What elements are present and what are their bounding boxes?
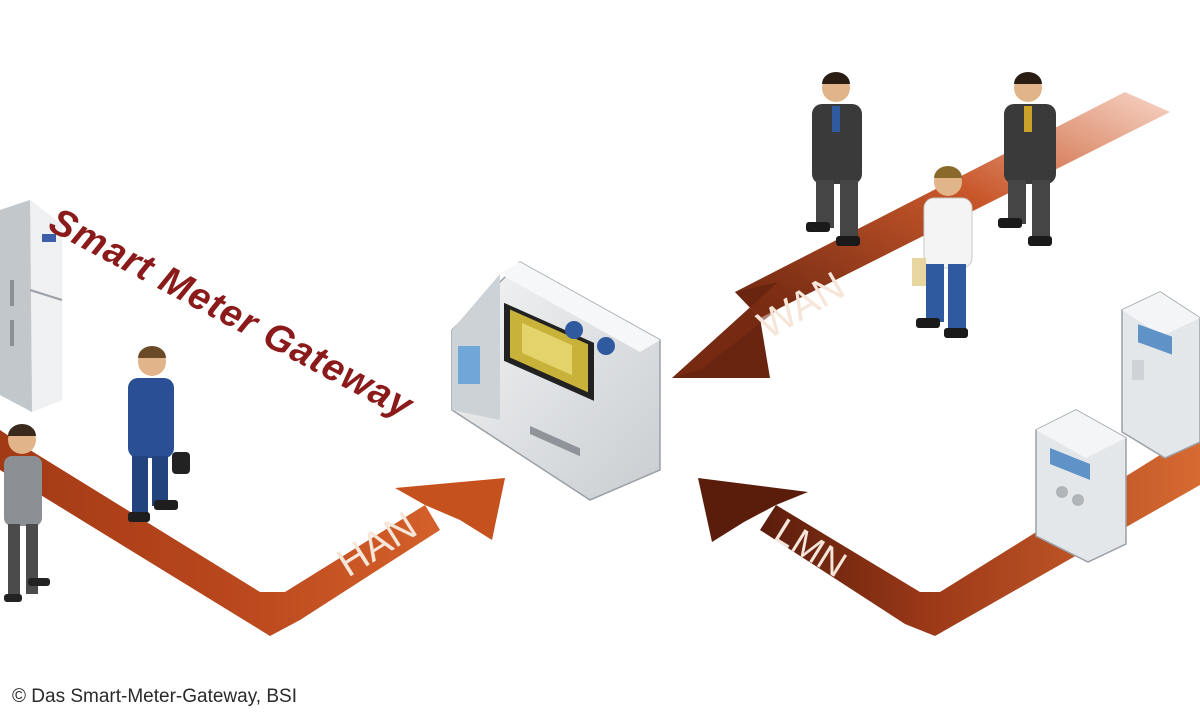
refrigerator-icon <box>0 200 63 412</box>
technician-icon <box>128 346 190 522</box>
copyright-credit: © Das Smart-Meter-Gateway, BSI <box>12 686 297 707</box>
smart-meter-icon <box>1035 409 1127 563</box>
lmn-arrow <box>698 440 1200 636</box>
han-arrow <box>0 430 505 636</box>
gateway-device-icon <box>451 261 661 501</box>
businessman-icon <box>998 72 1056 246</box>
smart-meter-icon <box>1121 291 1200 459</box>
person-icon <box>4 424 50 602</box>
clerk-icon <box>912 166 973 338</box>
wan-arrow <box>672 92 1170 378</box>
businessman-icon <box>806 72 862 246</box>
